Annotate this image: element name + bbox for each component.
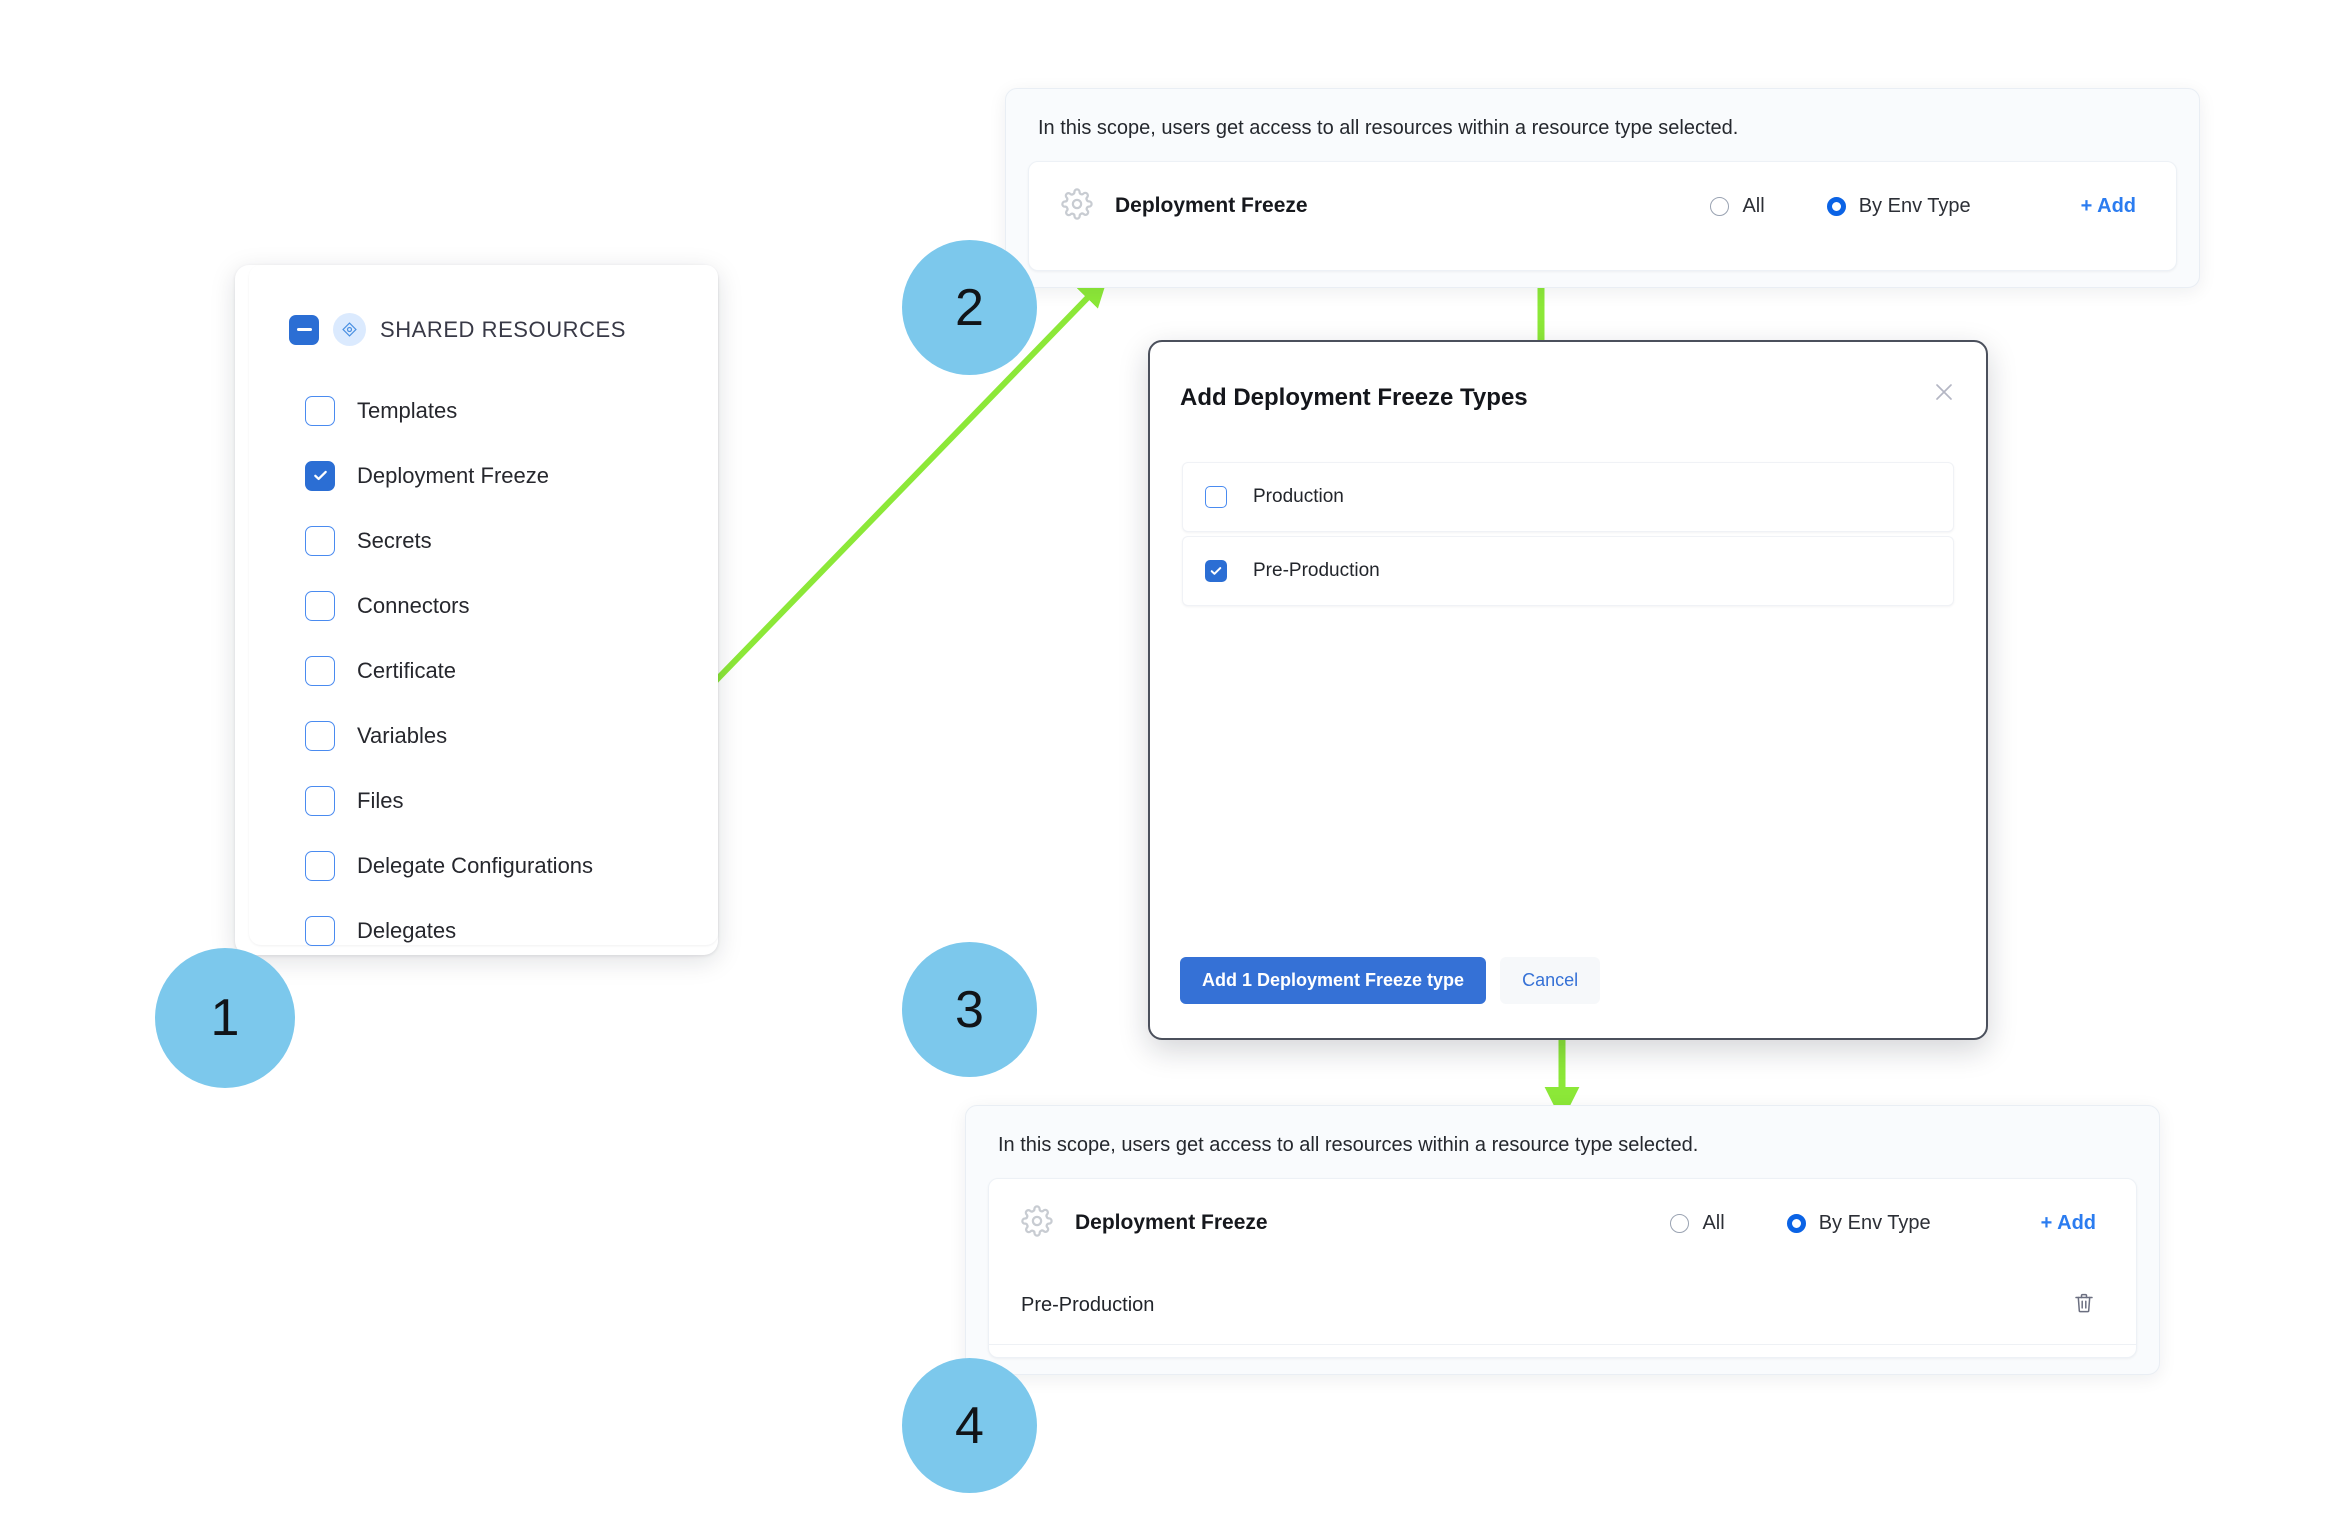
radio-all[interactable]: All (1670, 1211, 1725, 1235)
checkbox-connectors[interactable] (305, 590, 335, 621)
step-marker-4: 4 (902, 1358, 1037, 1493)
list-item[interactable]: Files (0, 768, 718, 833)
step-marker-1-number: 1 (210, 989, 240, 1047)
list-item-label: Pre-Production (1253, 560, 1380, 581)
resource-type-name: Deployment Freeze (1115, 194, 1308, 217)
scope-controls: All By Env Type + Add (1710, 195, 2136, 218)
list-item-label: Files (357, 787, 404, 813)
modal-footer: Add 1 Deployment Freeze type Cancel (1180, 957, 1601, 1004)
checkbox-delegates[interactable] (305, 915, 335, 946)
shared-resources-inner: SHARED RESOURCES Templates Deployment Fr… (249, 265, 718, 946)
shared-resources-icon (333, 313, 366, 346)
checkbox-secrets[interactable] (305, 525, 335, 556)
list-item-label: Delegates (357, 917, 457, 943)
list-item-label: Production (1253, 486, 1344, 507)
selected-env-type-row: Pre-Production (989, 1267, 2136, 1345)
radio-all[interactable]: All (1710, 194, 1765, 218)
list-item[interactable]: Production (1182, 462, 1954, 532)
step-marker-3: 3 (902, 942, 1037, 1077)
list-item[interactable]: Deployment Freeze (0, 443, 718, 508)
shared-resources-list: Templates Deployment Freeze Secrets (249, 378, 718, 963)
list-item-label: Templates (357, 397, 458, 423)
radio-all-label: All (1742, 194, 1765, 217)
list-item-label: Secrets (357, 527, 432, 553)
shared-resources-header[interactable]: SHARED RESOURCES (249, 313, 718, 346)
step-marker-2-number: 2 (955, 278, 984, 337)
checkbox-deployment-freeze[interactable] (305, 460, 335, 491)
list-item[interactable]: Secrets (0, 508, 718, 573)
deployment-freeze-type-list: Production Pre-Production (1182, 462, 1954, 610)
list-item[interactable]: Variables (0, 703, 718, 768)
resource-type-card: Deployment Freeze All By Env Type + Add … (988, 1178, 2137, 1358)
add-button[interactable]: + Add (2080, 194, 2136, 217)
scope-panel-bottom: In this scope, users get access to all r… (965, 1105, 2160, 1375)
radio-by-env-type[interactable]: By Env Type (1786, 1211, 1931, 1235)
resource-type-row: Deployment Freeze All By Env Type + Add (1029, 162, 2176, 250)
scope-controls: All By Env Type + Add (1670, 1212, 2096, 1235)
list-item-label: Deployment Freeze (357, 462, 549, 488)
add-button[interactable]: + Add (2040, 1211, 2096, 1234)
close-icon[interactable] (1928, 376, 1960, 408)
list-item[interactable]: Delegate Configurations (0, 833, 718, 898)
resource-type-card: Deployment Freeze All By Env Type + Add (1028, 161, 2177, 271)
radio-by-env-type-indicator[interactable] (1826, 196, 1846, 216)
list-item[interactable]: Templates (0, 378, 718, 443)
scope-caption: In this scope, users get access to all r… (998, 1134, 1699, 1156)
add-deployment-freeze-types-modal: Add Deployment Freeze Types Production P… (1148, 340, 1988, 1040)
checkbox-pre-production[interactable] (1205, 560, 1227, 582)
radio-by-env-type-label: By Env Type (1818, 1211, 1931, 1234)
list-item[interactable]: Pre-Production (1182, 536, 1954, 606)
resource-type-row: Deployment Freeze All By Env Type + Add (989, 1179, 2136, 1267)
list-item[interactable]: Delegates (0, 898, 718, 963)
checkbox-delegate-configurations[interactable] (305, 850, 335, 881)
radio-by-env-type-indicator[interactable] (1786, 1213, 1806, 1233)
scope-caption: In this scope, users get access to all r… (1038, 117, 1739, 139)
shared-resources-card: SHARED RESOURCES Templates Deployment Fr… (235, 265, 718, 955)
scope-panel-top: In this scope, users get access to all r… (1005, 88, 2200, 288)
add-deployment-freeze-type-button[interactable]: Add 1 Deployment Freeze type (1180, 957, 1487, 1004)
radio-by-env-type[interactable]: By Env Type (1826, 194, 1971, 218)
shared-resources-label: SHARED RESOURCES (380, 316, 626, 342)
checkbox-production[interactable] (1205, 486, 1227, 508)
radio-all-indicator[interactable] (1670, 1213, 1690, 1233)
selected-env-type-label: Pre-Production (1021, 1294, 1155, 1316)
step-marker-4-number: 4 (955, 1396, 984, 1455)
checkbox-templates[interactable] (305, 395, 335, 426)
step-marker-3-number: 3 (955, 980, 984, 1039)
radio-all-indicator[interactable] (1710, 196, 1730, 216)
list-item-label: Delegate Configurations (357, 852, 594, 878)
step-marker-2: 2 (902, 240, 1037, 375)
trash-icon[interactable] (2072, 1291, 2096, 1320)
gear-icon (1021, 1204, 1053, 1242)
list-item[interactable]: Connectors (0, 573, 718, 638)
step-marker-1: 1 (155, 948, 295, 1088)
cancel-button[interactable]: Cancel (1500, 957, 1601, 1004)
modal-title: Add Deployment Freeze Types (1180, 384, 1528, 411)
radio-all-label: All (1702, 1211, 1725, 1234)
list-item-label: Certificate (357, 657, 457, 683)
list-item[interactable]: Certificate (0, 638, 718, 703)
radio-by-env-type-label: By Env Type (1858, 194, 1971, 217)
checkbox-variables[interactable] (305, 720, 335, 751)
list-item-label: Variables (357, 722, 448, 748)
list-item-label: Connectors (357, 592, 470, 618)
checkbox-files[interactable] (305, 785, 335, 816)
arrow-1-to-2 (694, 276, 1109, 703)
group-checkbox-indeterminate-icon[interactable] (289, 314, 319, 345)
resource-type-name: Deployment Freeze (1075, 1211, 1268, 1234)
gear-icon (1061, 187, 1093, 225)
checkbox-certificate[interactable] (305, 655, 335, 686)
